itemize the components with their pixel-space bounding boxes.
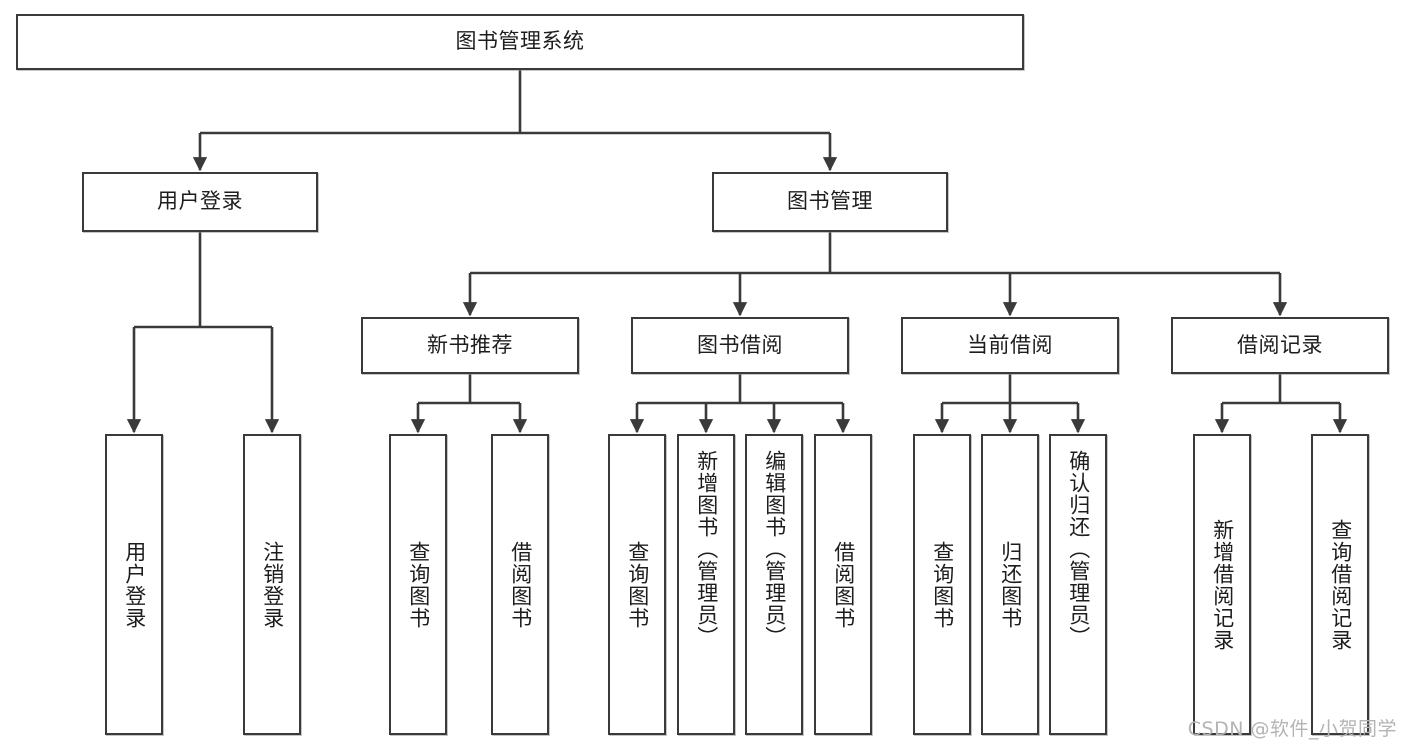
leaf-borrow-book-recommend-label: 借阅图书 [508, 540, 533, 629]
leaf-edit-book-admin-label: 编辑图书（管理员） [762, 450, 787, 648]
leaf-query-book-current-label: 查询图书 [930, 540, 955, 629]
leaf-query-book-borrow-label: 查询图书 [625, 540, 650, 629]
node-user-login[interactable]: 用户登录 [82, 172, 318, 232]
leaf-query-book-recommend[interactable]: 查询图书 [389, 434, 447, 735]
node-current-borrow-label: 当前借阅 [967, 332, 1053, 357]
leaf-query-book-recommend-label: 查询图书 [406, 540, 431, 629]
leaf-user-login[interactable]: 用户登录 [105, 434, 163, 735]
node-root[interactable]: 图书管理系统 [16, 14, 1024, 70]
node-borrow-records-label: 借阅记录 [1237, 332, 1323, 357]
node-borrow-records[interactable]: 借阅记录 [1171, 317, 1389, 374]
node-user-login-label: 用户登录 [157, 189, 243, 214]
node-current-borrow[interactable]: 当前借阅 [901, 317, 1119, 374]
leaf-confirm-return-admin[interactable]: 确认归还（管理员） [1049, 434, 1107, 735]
leaf-logout-label: 注销登录 [260, 540, 285, 629]
leaf-query-book-current[interactable]: 查询图书 [913, 434, 971, 735]
leaf-add-book-admin[interactable]: 新增图书（管理员） [677, 434, 735, 735]
node-book-management[interactable]: 图书管理 [712, 172, 948, 232]
leaf-add-book-admin-label: 新增图书（管理员） [694, 450, 719, 648]
leaf-return-book-label: 归还图书 [998, 540, 1023, 629]
node-new-book-recommend-label: 新书推荐 [427, 332, 513, 357]
leaf-edit-book-admin[interactable]: 编辑图书（管理员） [745, 434, 803, 735]
leaf-user-login-label: 用户登录 [122, 540, 147, 629]
node-new-book-recommend[interactable]: 新书推荐 [361, 317, 579, 374]
leaf-borrow-book[interactable]: 借阅图书 [814, 434, 872, 735]
leaf-query-borrow-record-label: 查询借阅记录 [1328, 518, 1353, 651]
leaf-borrow-book-recommend[interactable]: 借阅图书 [491, 434, 549, 735]
watermark: CSDN @软件_小贺同学 [1187, 718, 1397, 740]
leaf-logout[interactable]: 注销登录 [243, 434, 301, 735]
node-book-management-label: 图书管理 [787, 189, 873, 214]
leaf-add-borrow-record-label: 新增借阅记录 [1210, 518, 1235, 651]
node-book-borrow[interactable]: 图书借阅 [631, 317, 849, 374]
node-book-borrow-label: 图书借阅 [697, 332, 783, 357]
leaf-query-borrow-record[interactable]: 查询借阅记录 [1311, 434, 1369, 735]
leaf-query-book-borrow[interactable]: 查询图书 [608, 434, 666, 735]
leaf-borrow-book-label: 借阅图书 [831, 540, 856, 629]
leaf-confirm-return-admin-label: 确认归还（管理员） [1066, 450, 1091, 648]
leaf-return-book[interactable]: 归还图书 [981, 434, 1039, 735]
leaf-add-borrow-record[interactable]: 新增借阅记录 [1193, 434, 1251, 735]
node-root-label: 图书管理系统 [455, 29, 585, 54]
